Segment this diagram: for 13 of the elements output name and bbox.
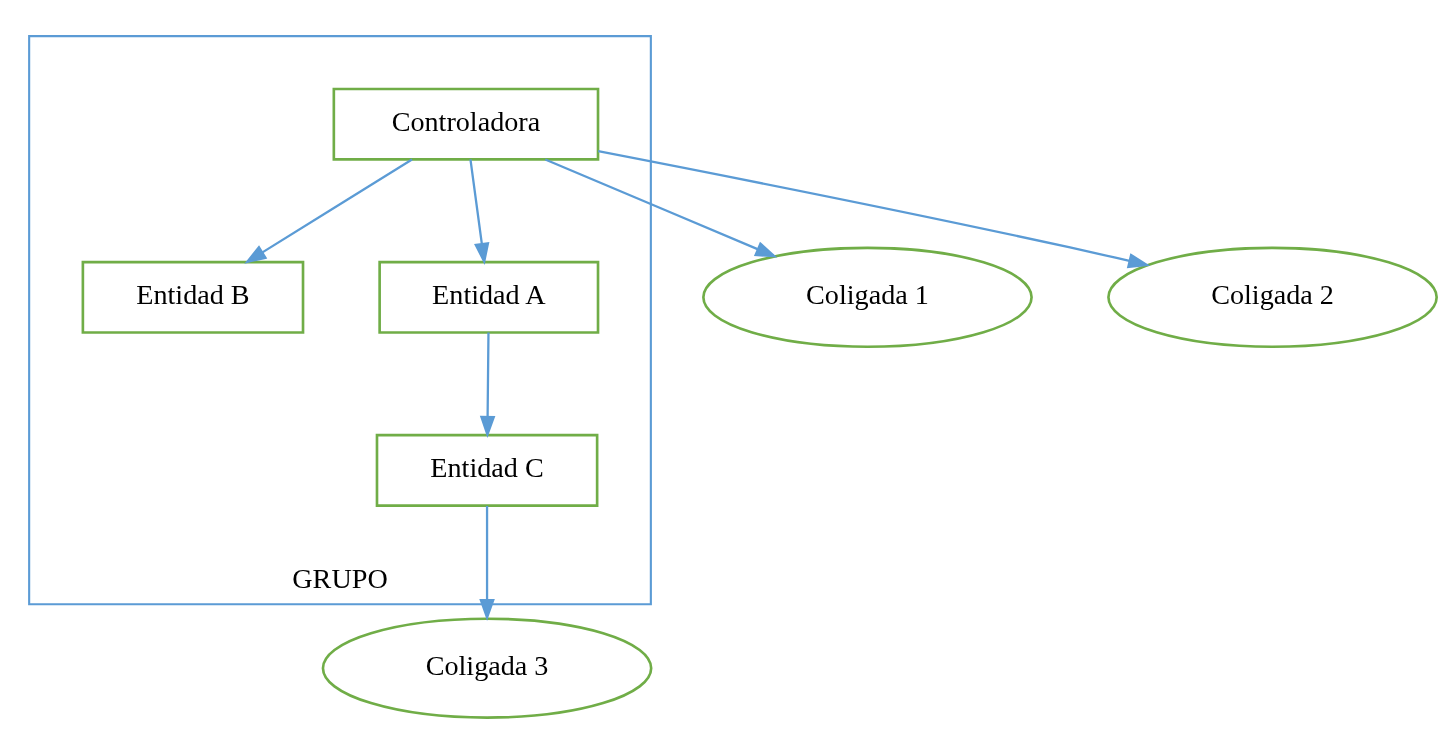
arrow <box>244 158 413 264</box>
arrow <box>469 159 490 265</box>
arrow <box>479 332 496 439</box>
node-ellipse: Coligada 3 <box>321 617 653 719</box>
node-ellipse: Coligada 2 <box>1107 246 1438 349</box>
node-box: Entidad A <box>378 260 600 334</box>
arrow <box>544 158 778 258</box>
node-box: Entidad B <box>81 260 305 334</box>
arrow <box>479 506 495 622</box>
arrow <box>597 150 1151 269</box>
node-ellipse: Coligada 1 <box>702 246 1033 349</box>
node-box: Entidad C <box>375 433 599 507</box>
node-box: Controladora <box>332 87 600 161</box>
